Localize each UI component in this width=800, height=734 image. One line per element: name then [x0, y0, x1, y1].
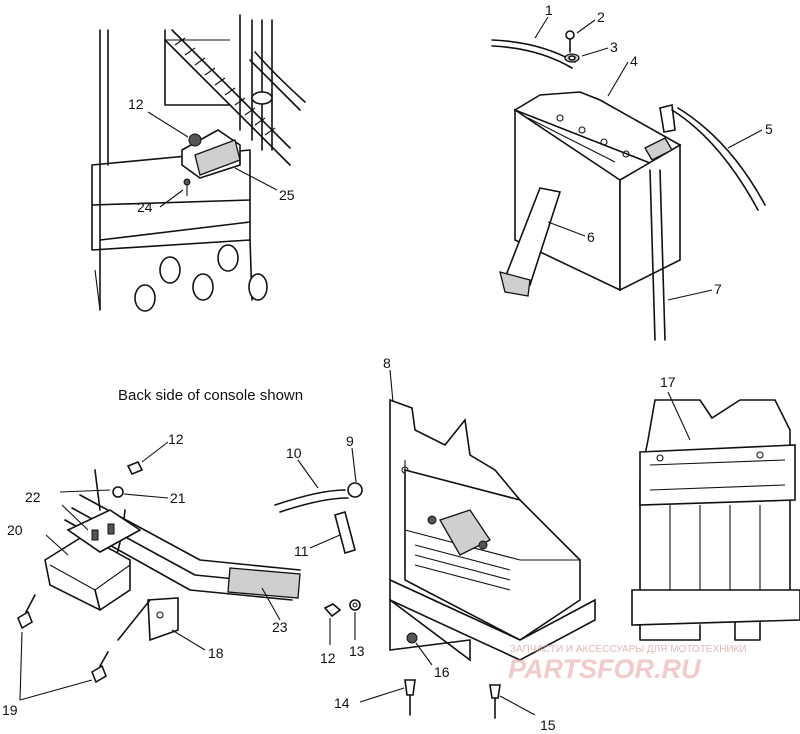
- leader-lines: [45, 16, 763, 716]
- callout-24: 24: [137, 199, 153, 215]
- battery-tray-view: [274, 398, 596, 719]
- callout-16: 16: [434, 664, 450, 680]
- callout-18: 18: [208, 645, 224, 661]
- callout-9: 9: [346, 433, 354, 449]
- view-caption: Back side of console shown: [118, 387, 303, 404]
- callout-12-top: 12: [128, 96, 144, 112]
- watermark-brand: PARTSFOR.RU: [508, 654, 702, 684]
- callout-8: 8: [383, 355, 391, 371]
- watermark-tagline: ЗАПЧАСТИ И АКСЕССУАРЫ ДЛЯ МОТОТЕХНИКИ: [510, 644, 747, 655]
- callout-13: 13: [349, 643, 365, 659]
- callout-11: 11: [294, 543, 309, 559]
- battery-view: [491, 30, 766, 341]
- callout-14: 14: [334, 695, 350, 711]
- callout-5: 5: [765, 121, 773, 137]
- callout-17: 17: [660, 374, 676, 390]
- callout-4: 4: [630, 53, 638, 69]
- callout-12-left: 12: [168, 431, 184, 447]
- callout-6: 6: [587, 229, 595, 245]
- callout-22: 22: [25, 489, 41, 505]
- callout-2: 2: [597, 9, 605, 25]
- callout-25: 25: [279, 187, 295, 203]
- console-mount-view: [91, 14, 306, 312]
- callout-1: 1: [545, 2, 553, 18]
- callout-19: 19: [2, 702, 18, 718]
- callout-20: 20: [7, 522, 23, 538]
- callout-3: 3: [610, 39, 618, 55]
- callout-labels: 1 2 3 4 5 6 7 8 9 10 11 12 12 12 13 14 1…: [2, 2, 773, 733]
- callout-23: 23: [272, 619, 288, 635]
- battery-box-view: [631, 399, 800, 641]
- callout-10: 10: [286, 445, 302, 461]
- callout-7: 7: [714, 281, 722, 297]
- callout-15: 15: [540, 717, 556, 733]
- callout-12-center: 12: [320, 650, 336, 666]
- callout-21: 21: [170, 490, 186, 506]
- watermark: ЗАПЧАСТИ И АКСЕССУАРЫ ДЛЯ МОТОТЕХНИКИ PA…: [508, 644, 747, 684]
